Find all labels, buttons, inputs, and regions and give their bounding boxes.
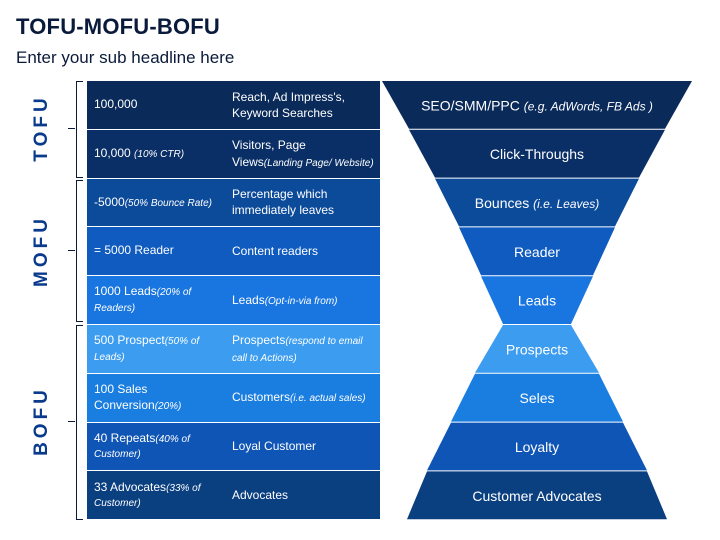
row-metric-note: (50% of Leads) — [94, 336, 200, 363]
row-description-text: Reach, Ad Impress's, Keyword Searches — [232, 89, 346, 120]
funnel-band — [481, 276, 593, 324]
row-description: Percentage which immediately leaves — [232, 179, 378, 227]
table-row: 100,000 Reach, Ad Impress's, Keyword Sear… — [87, 81, 380, 129]
table-row: 33 Advocates(33% of Customer) Advocates — [87, 471, 380, 520]
row-description-note: (i.e. actual sales) — [290, 393, 366, 405]
funnel-band-label: Prospects — [506, 341, 568, 357]
row-metric: 10,000 (10% CTR) — [94, 130, 224, 178]
table-row: 1000 Leads(20% of Readers)Leads(Opt-in-v… — [87, 276, 380, 324]
tofu-tick — [68, 128, 75, 129]
row-description-text: Advocates — [232, 488, 289, 503]
row-description: Advocates — [232, 471, 378, 519]
table-row: 500 Prospect(50% of Leads)Prospects(resp… — [87, 324, 380, 373]
row-metric: 33 Advocates(33% of Customer) — [94, 471, 224, 519]
mofu-tick — [68, 250, 75, 251]
row-description-text: Leads — [232, 292, 265, 307]
funnel-graphic: SEO/SMM/PPC (e.g. AdWords, FB Ads ) Click… — [382, 81, 692, 520]
row-description: Loyal Customer — [232, 423, 378, 471]
row-metric-value: 100,000 — [94, 97, 138, 112]
row-metric: 100,000 — [94, 81, 224, 129]
row-description: Reach, Ad Impress's, Keyword Searches — [232, 81, 378, 129]
funnel-band-label: Leads — [518, 293, 556, 309]
row-description-text: Percentage which immediately leaves — [232, 187, 335, 218]
row-description-note: (Landing Page/ Website) — [263, 157, 374, 169]
funnel-band-label: Loyalty — [515, 439, 559, 455]
row-description-note: (respond to email call to Actions) — [232, 336, 363, 364]
funnel-band-label: Seles — [519, 390, 554, 406]
funnel-band — [459, 227, 615, 276]
row-description-note: (Opt-in-via from) — [264, 295, 338, 307]
row-metric-note: (33% of Customer) — [94, 482, 201, 510]
row-metric: 40 Repeats(40% of Customer) — [94, 423, 224, 471]
row-description-text: Customers — [232, 390, 291, 405]
funnel-band-label: Bounces (i.e. Leaves) — [475, 195, 599, 211]
row-description-text: Content readers — [232, 244, 319, 259]
row-description: Leads(Opt-in-via from) — [232, 276, 378, 324]
row-metric-value: 40 Repeats — [94, 430, 156, 445]
row-metric-note: (40% of Customer) — [94, 433, 190, 461]
table-row: 10,000 (10% CTR)Visitors, Page Views(Lan… — [87, 129, 380, 178]
row-description: Content readers — [232, 227, 378, 275]
mofu-bracket — [76, 180, 83, 322]
row-metric-value: 33 Advocates — [94, 479, 167, 494]
table-row: -5000(50% Bounce Rate) Percentage which i… — [87, 178, 380, 227]
funnel-band-label: Customer Advocates — [472, 488, 601, 504]
row-metric: 500 Prospect(50% of Leads) — [94, 325, 224, 373]
row-metric-note: (50% Bounce Rate) — [124, 197, 212, 209]
row-description: Visitors, Page Views(Landing Page/ Websi… — [232, 130, 378, 178]
row-metric-note: (20%) — [154, 400, 182, 412]
funnel-band — [409, 129, 665, 178]
stage-label-mofu: MOFU — [31, 215, 52, 287]
table-row: 100 Sales Conversion(20%)Customers(i.e. … — [87, 373, 380, 422]
metrics-table: 100,000 Reach, Ad Impress's, Keyword Sear… — [87, 81, 380, 520]
row-metric: -5000(50% Bounce Rate) — [94, 179, 224, 227]
funnel-band — [382, 81, 692, 129]
row-metric: 100 Sales Conversion(20%) — [94, 374, 224, 422]
bofu-bracket — [76, 325, 83, 520]
funnel-band-label: SEO/SMM/PPC (e.g. AdWords, FB Ads ) — [421, 97, 653, 113]
row-metric-value: = 5000 Reader — [94, 243, 174, 258]
row-metric-value: 10,000 — [94, 145, 135, 160]
row-metric-value: -5000 — [94, 194, 125, 209]
row-description-text: Loyal Customer — [232, 439, 317, 454]
row-metric: 1000 Leads(20% of Readers) — [94, 276, 224, 324]
row-metric-note: (20% of Readers) — [94, 287, 192, 315]
row-metric-note: (10% CTR) — [134, 148, 185, 160]
funnel-band — [435, 178, 639, 227]
funnel-band-label: Reader — [514, 244, 560, 260]
row-metric-value: 1000 Leads — [94, 284, 157, 299]
row-metric-value: 100 Sales Conversion — [94, 382, 155, 412]
table-row: = 5000 Reader Content readers — [87, 227, 380, 276]
stage-label-tofu: TOFU — [31, 94, 52, 162]
funnel-band-label: Click-Throughs — [490, 146, 584, 162]
funnel-band — [451, 373, 623, 422]
row-description: Prospects(respond to email call to Actio… — [232, 325, 378, 373]
table-row: 40 Repeats(40% of Customer) Loyal Custome… — [87, 422, 380, 471]
bofu-tick — [68, 421, 75, 422]
row-description-text: Visitors, Page Views — [232, 138, 306, 169]
funnel-band — [427, 422, 647, 471]
page-subtitle: Enter your sub headline here — [16, 48, 235, 67]
row-description-text: Prospects — [232, 333, 286, 348]
tofu-bracket — [76, 81, 83, 178]
funnel-band — [475, 325, 599, 373]
stage-label-bofu: BOFU — [31, 386, 52, 456]
row-metric: = 5000 Reader — [94, 227, 224, 275]
row-metric-value: 500 Prospect — [94, 333, 165, 348]
row-description: Customers(i.e. actual sales) — [232, 374, 378, 422]
funnel-band — [407, 471, 667, 520]
page-title: TOFU-MOFU-BOFU — [16, 14, 221, 39]
